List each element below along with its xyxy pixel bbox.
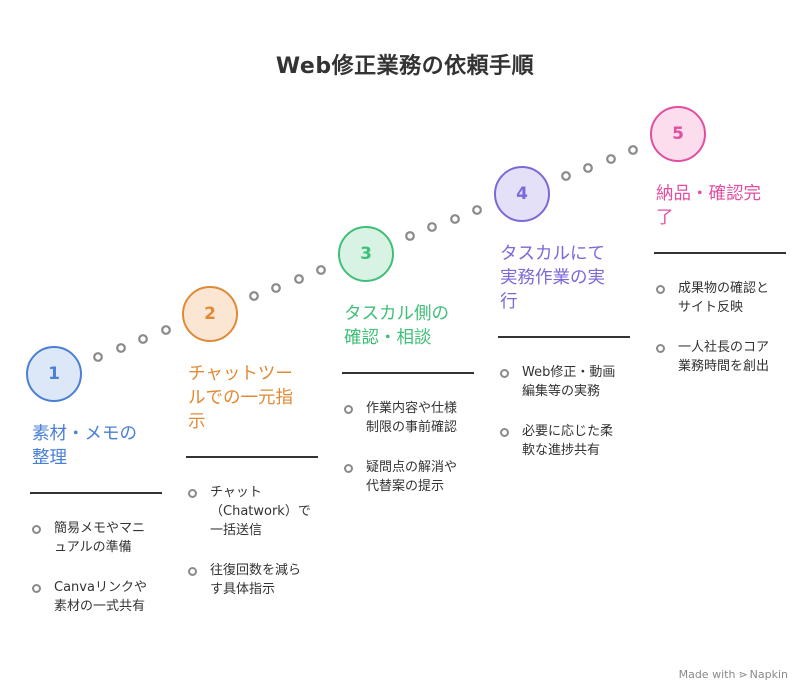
- connector-dot: [628, 145, 638, 155]
- step-4-heading: タスカルにて 実務作業の実 行: [500, 244, 605, 312]
- step-1-number: 1: [48, 364, 60, 384]
- step-2-heading: チャットツー ルでの一元指 示: [188, 364, 293, 432]
- step-2-divider: [186, 456, 318, 458]
- step-1-bullet: Canvaリンクや 素材の一式共有: [32, 578, 172, 616]
- connector-dot: [316, 265, 326, 275]
- connector-dot: [561, 171, 571, 181]
- step-4-bullet: 必要に応じた柔 軟な進捗共有: [500, 422, 640, 460]
- step-5-bullet: 一人社長のコア 業務時間を創出: [656, 338, 796, 376]
- step-3-number: 3: [360, 244, 372, 264]
- napkin-brand: Napkin: [749, 668, 788, 681]
- step-5-heading: 納品・確認完 了: [656, 184, 761, 228]
- step-1-divider: [30, 492, 162, 494]
- bullet-icon: [188, 489, 197, 498]
- step-4-divider: [498, 336, 630, 338]
- step-1-circle: 1: [26, 346, 82, 402]
- connector-dot: [427, 222, 437, 232]
- step-3-heading: タスカル側の 確認・相談: [344, 304, 449, 348]
- step-2-bullet: チャット （Chatwork）で 一括送信: [188, 483, 328, 540]
- diagram-title: Web修正業務の依頼手順: [275, 54, 535, 79]
- connector-dot: [405, 231, 415, 241]
- step-3-circle: 3: [338, 226, 394, 282]
- step-5-number: 5: [672, 124, 684, 144]
- bullet-icon: [500, 428, 509, 437]
- bullet-icon: [32, 584, 41, 593]
- bullet-icon: [344, 405, 353, 414]
- bullet-icon: [32, 525, 41, 534]
- connector-dot: [249, 291, 259, 301]
- step-3-bullet: 作業内容や仕様 制限の事前確認: [344, 399, 484, 437]
- step-4-bullet: Web修正・動画 編集等の実務: [500, 363, 640, 401]
- bullet-icon: [656, 285, 665, 294]
- connector-dot: [294, 274, 304, 284]
- connector-dot: [606, 154, 616, 164]
- step-1-bullet: 簡易メモやマニ ュアルの準備: [32, 519, 172, 557]
- connector-dot: [271, 283, 281, 293]
- step-2-number: 2: [204, 304, 216, 324]
- connector-dot: [161, 325, 171, 335]
- bullet-icon: [500, 369, 509, 378]
- connector-dot: [93, 352, 103, 362]
- connector-dot: [138, 334, 148, 344]
- napkin-logo-icon: ⋗: [738, 668, 748, 681]
- connector-dot: [583, 163, 593, 173]
- connector-dot: [472, 205, 482, 215]
- step-2-circle: 2: [182, 286, 238, 342]
- step-3-divider: [342, 372, 474, 374]
- connector-dot: [116, 343, 126, 353]
- connector-dot: [450, 214, 460, 224]
- step-4-number: 4: [516, 184, 528, 204]
- step-5-divider: [654, 252, 786, 254]
- step-4-circle: 4: [494, 166, 550, 222]
- step-5-circle: 5: [650, 106, 706, 162]
- bullet-icon: [344, 464, 353, 473]
- step-5-bullet: 成果物の確認と サイト反映: [656, 279, 796, 317]
- made-with-napkin: Made with⋗Napkin: [679, 668, 788, 681]
- bullet-icon: [656, 344, 665, 353]
- bullet-icon: [188, 567, 197, 576]
- step-2-bullet: 往復回数を減ら す具体指示: [188, 561, 328, 599]
- step-1-heading: 素材・メモの 整理: [32, 424, 137, 468]
- step-3-bullet: 疑問点の解消や 代替案の提示: [344, 458, 484, 496]
- made-with-label: Made with: [678, 668, 736, 681]
